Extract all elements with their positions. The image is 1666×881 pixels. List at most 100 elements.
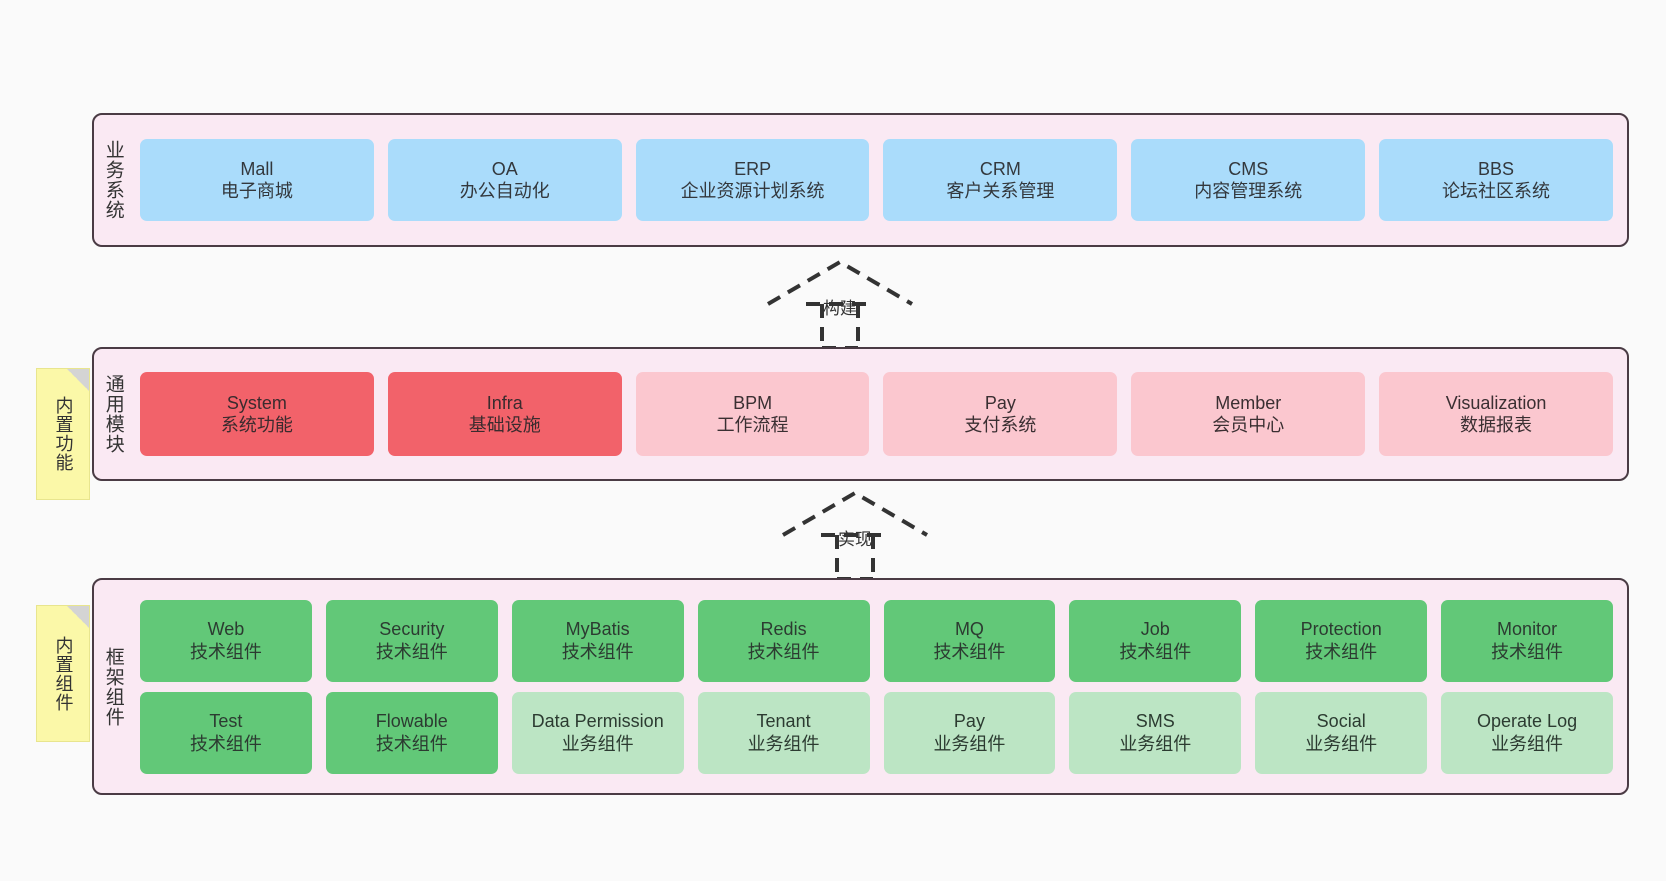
box-title: Visualization (1445, 392, 1547, 413)
box-cms[interactable]: CMS 内容管理系统 (1131, 139, 1366, 221)
box-title: System (226, 392, 287, 413)
box-subtitle: 业务组件 (1119, 733, 1192, 754)
box-title: Member (1215, 392, 1282, 413)
box-title: Web (207, 619, 245, 640)
box-title: Pay (984, 392, 1016, 413)
box-member[interactable]: Member 会员中心 (1131, 372, 1366, 456)
box-subtitle: 技术组件 (1119, 641, 1192, 662)
box-title: CRM (979, 158, 1021, 179)
box-subtitle: 技术组件 (1491, 641, 1564, 662)
note-builtin-components: 内置组件 (36, 605, 90, 742)
box-subtitle: 论坛社区系统 (1442, 181, 1551, 201)
box-test[interactable]: Test 技术组件 (140, 691, 312, 774)
box-mybatis[interactable]: MyBatis 技术组件 (511, 599, 684, 682)
box-subtitle: 技术组件 (561, 641, 634, 662)
box-infra[interactable]: Infra 基础设施 (387, 372, 622, 456)
layer-common-modules: 通用模块 System 系统功能 Infra 基础设施 BPM 工作流程 Pay… (92, 347, 1629, 481)
box-pay-component[interactable]: Pay 业务组件 (883, 691, 1056, 774)
box-oa[interactable]: OA 办公自动化 (387, 139, 622, 221)
box-title: Tenant (756, 711, 811, 732)
box-bpm[interactable]: BPM 工作流程 (635, 372, 870, 456)
box-protection[interactable]: Protection 技术组件 (1255, 599, 1428, 682)
box-subtitle: 会员中心 (1212, 415, 1285, 435)
box-operate-log[interactable]: Operate Log 业务组件 (1441, 691, 1613, 774)
box-mq[interactable]: MQ 技术组件 (883, 599, 1056, 682)
box-title: MQ (954, 619, 984, 640)
box-social[interactable]: Social 业务组件 (1255, 691, 1428, 774)
box-job[interactable]: Job 技术组件 (1069, 599, 1242, 682)
box-title: Social (1316, 711, 1366, 732)
box-web[interactable]: Web 技术组件 (140, 599, 312, 682)
box-monitor[interactable]: Monitor 技术组件 (1441, 599, 1613, 682)
box-security[interactable]: Security 技术组件 (325, 599, 498, 682)
box-subtitle: 工作流程 (716, 415, 789, 435)
box-tenant[interactable]: Tenant 业务组件 (697, 691, 870, 774)
box-title: Job (1140, 619, 1170, 640)
box-bbs[interactable]: BBS 论坛社区系统 (1379, 139, 1613, 221)
box-title: ERP (734, 158, 772, 179)
box-system[interactable]: System 系统功能 (140, 372, 374, 456)
box-title: Test (209, 711, 243, 732)
box-title: BBS (1478, 158, 1515, 179)
box-data-permission[interactable]: Data Permission 业务组件 (511, 691, 684, 774)
note-label: 内置组件 (53, 635, 74, 712)
box-subtitle: 技术组件 (189, 733, 262, 754)
box-pay-module[interactable]: Pay 支付系统 (883, 372, 1118, 456)
layer-body-framework: Web 技术组件 Security 技术组件 MyBatis 技术组件 Redi… (132, 580, 1627, 793)
box-title: Operate Log (1477, 711, 1578, 732)
box-subtitle: 内容管理系统 (1194, 181, 1303, 201)
layer-body-modules: System 系统功能 Infra 基础设施 BPM 工作流程 Pay 支付系统… (132, 349, 1627, 479)
box-title: OA (491, 158, 518, 179)
box-subtitle: 业务组件 (1491, 733, 1564, 754)
box-visualization[interactable]: Visualization 数据报表 (1379, 372, 1613, 456)
box-title: Pay (953, 711, 985, 732)
layer-title-framework: 框架组件 (102, 646, 124, 727)
box-crm[interactable]: CRM 客户关系管理 (883, 139, 1118, 221)
box-title: Monitor (1497, 619, 1558, 640)
connector-build-label: 构建 (823, 299, 857, 318)
box-subtitle: 技术组件 (747, 641, 820, 662)
box-flowable[interactable]: Flowable 技术组件 (325, 691, 498, 774)
connector-implement-label: 实现 (838, 530, 872, 549)
box-subtitle: 业务组件 (561, 733, 634, 754)
box-subtitle: 技术组件 (1305, 641, 1378, 662)
framework-row-technical: Web 技术组件 Security 技术组件 MyBatis 技术组件 Redi… (140, 599, 1613, 682)
box-mall[interactable]: Mall 电子商城 (140, 139, 374, 221)
note-builtin-functions: 内置功能 (36, 368, 90, 500)
note-label: 内置功能 (53, 396, 74, 472)
box-subtitle: 支付系统 (964, 415, 1037, 435)
box-subtitle: 系统功能 (220, 415, 293, 435)
layer-business-systems: 业务系统 Mall 电子商城 OA 办公自动化 ERP 企业资源计划系统 CRM… (92, 113, 1629, 247)
layer-title-modules: 通用模块 (102, 374, 124, 454)
box-erp[interactable]: ERP 企业资源计划系统 (635, 139, 870, 221)
box-redis[interactable]: Redis 技术组件 (697, 599, 870, 682)
box-title: Infra (486, 392, 523, 413)
box-sms[interactable]: SMS 业务组件 (1069, 691, 1242, 774)
connector-build: 构建 (760, 258, 920, 350)
box-subtitle: 技术组件 (933, 641, 1006, 662)
framework-row-business: Test 技术组件 Flowable 技术组件 Data Permission … (140, 691, 1613, 774)
layer-framework-components: 框架组件 Web 技术组件 Security 技术组件 MyBatis 技术组件… (92, 578, 1629, 795)
box-subtitle: 技术组件 (375, 641, 448, 662)
box-title: SMS (1135, 711, 1175, 732)
box-title: MyBatis (565, 619, 630, 640)
box-subtitle: 客户关系管理 (946, 181, 1055, 201)
box-title: Data Permission (531, 711, 664, 732)
layer-body-business: Mall 电子商城 OA 办公自动化 ERP 企业资源计划系统 CRM 客户关系… (132, 115, 1627, 245)
box-subtitle: 办公自动化 (459, 181, 550, 201)
box-title: Redis (760, 619, 807, 640)
box-title: Protection (1300, 619, 1382, 640)
box-subtitle: 业务组件 (933, 733, 1006, 754)
box-title: CMS (1228, 158, 1269, 179)
box-subtitle: 数据报表 (1460, 415, 1533, 435)
box-subtitle: 电子商城 (220, 181, 293, 201)
box-subtitle: 业务组件 (747, 733, 820, 754)
box-subtitle: 企业资源计划系统 (680, 181, 825, 201)
connector-implement: 实现 (775, 489, 935, 581)
box-subtitle: 技术组件 (375, 733, 448, 754)
layer-title-business: 业务系统 (102, 140, 124, 220)
box-subtitle: 业务组件 (1305, 733, 1378, 754)
box-title: Flowable (375, 711, 448, 732)
box-title: Security (379, 619, 445, 640)
